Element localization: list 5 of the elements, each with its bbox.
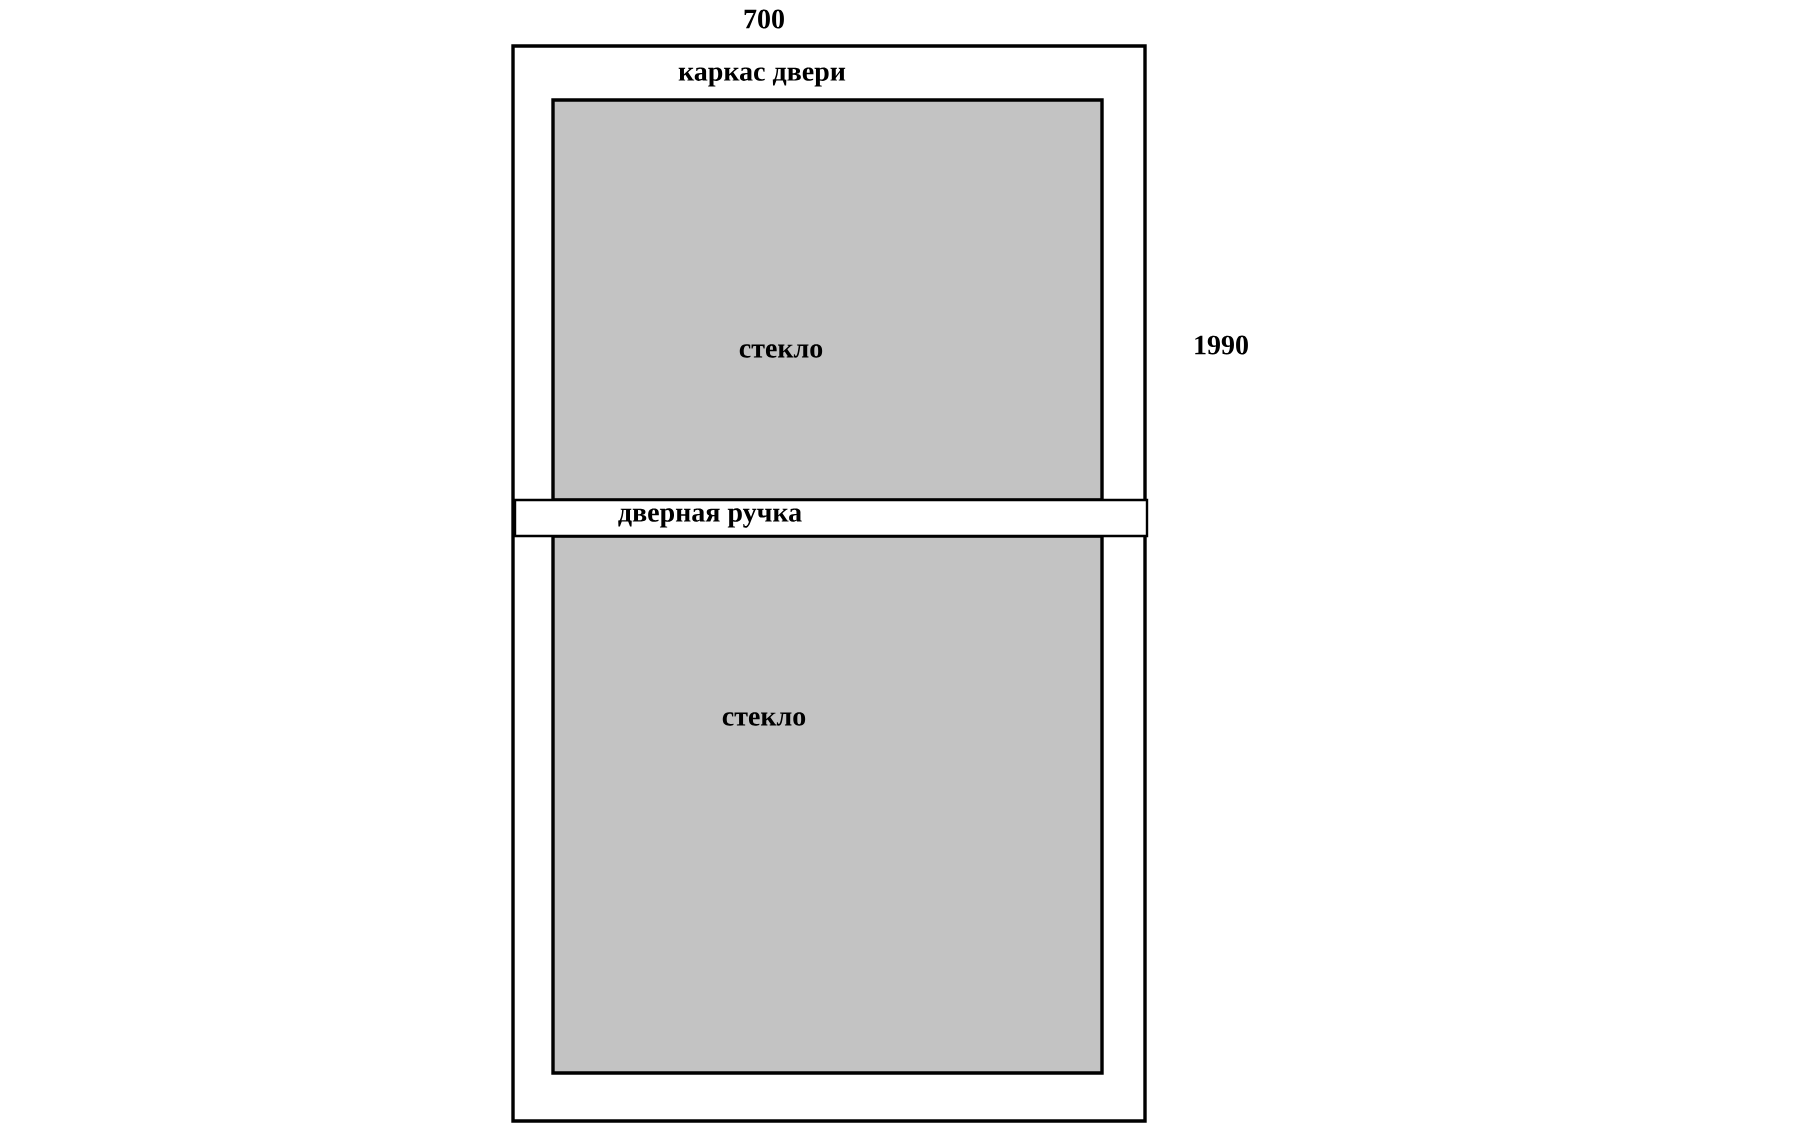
glass-panel: стекло	[551, 98, 1104, 502]
dimension-label: 700	[744, 9, 784, 29]
door-handle-bar: дверная ручка	[513, 498, 1149, 538]
glass-panel: стекло	[551, 534, 1104, 1075]
dimension-label: 1990	[1195, 335, 1248, 355]
